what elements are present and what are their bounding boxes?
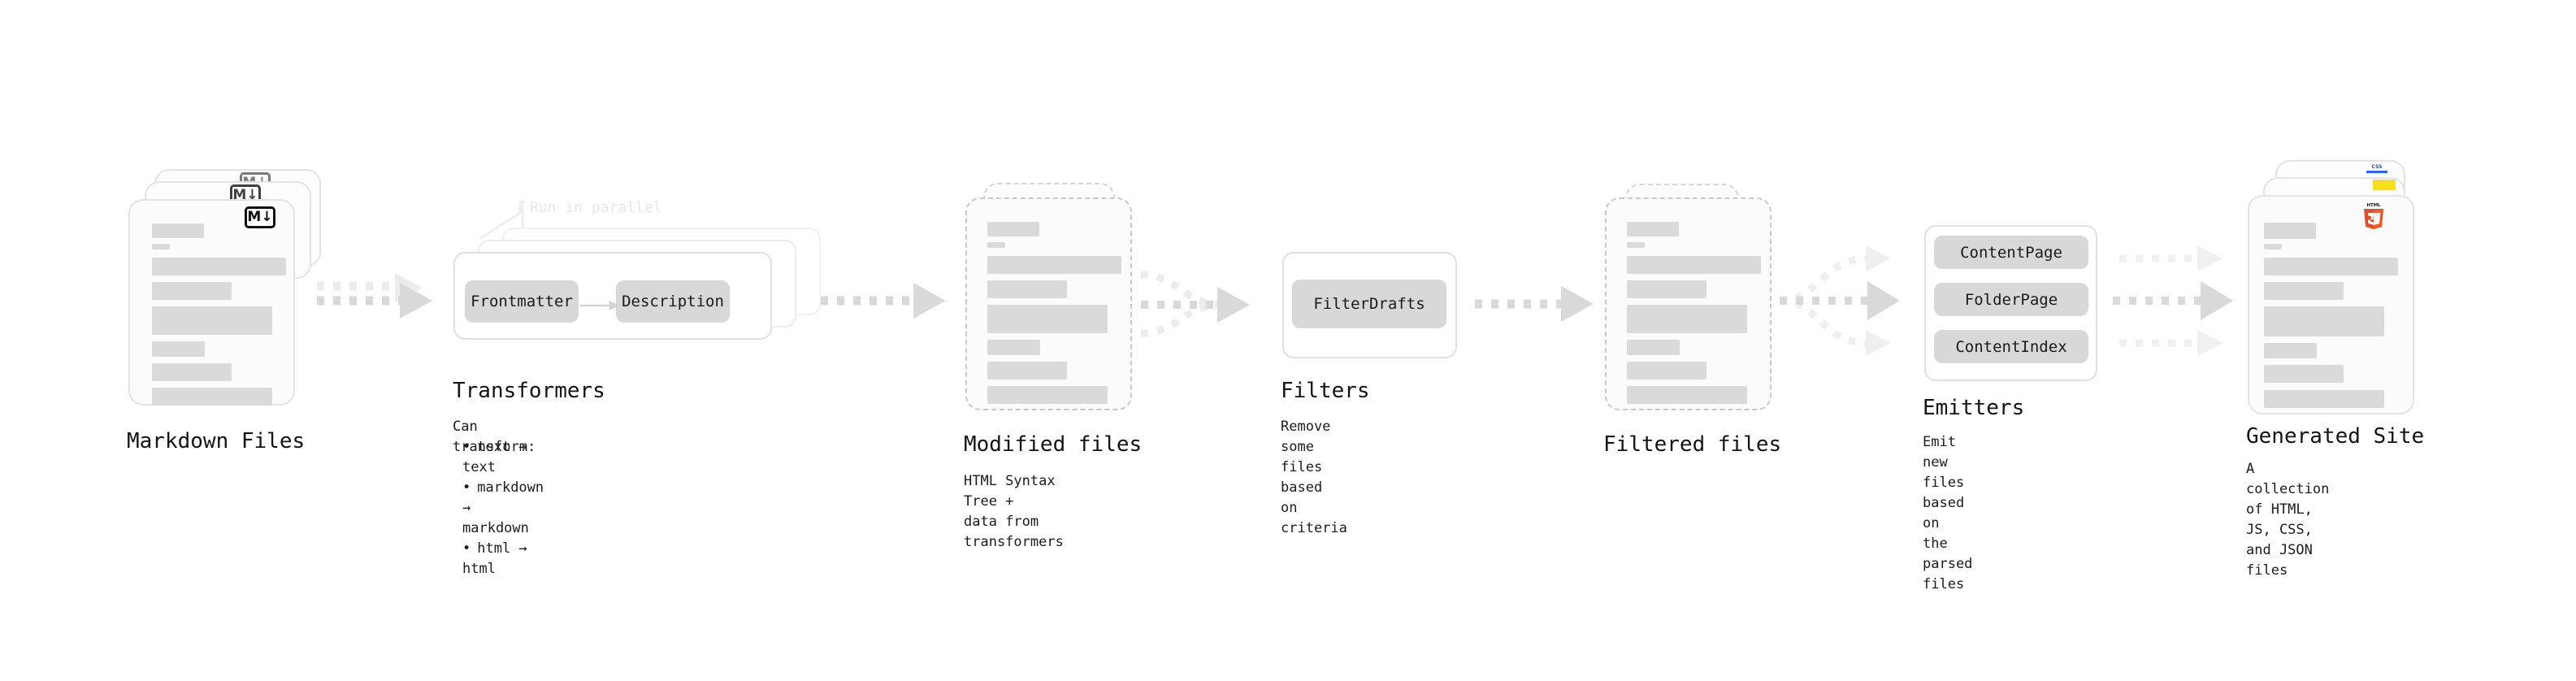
skeleton-line bbox=[987, 362, 1067, 380]
annotation-run-in-parallel: Run in parallel bbox=[530, 199, 662, 216]
transformer-pill-description[interactable]: Description bbox=[616, 280, 730, 323]
stage-title-emitters: Emitters bbox=[1923, 396, 2025, 420]
skeleton-line bbox=[152, 363, 232, 381]
skeleton-line bbox=[1627, 222, 1679, 236]
skeleton-line bbox=[152, 282, 232, 300]
filter-pill-filterdrafts[interactable]: FilterDrafts bbox=[1292, 280, 1446, 328]
stage-title-generated-site: Generated Site bbox=[2246, 424, 2425, 449]
emitter-pill-contentpage[interactable]: ContentPage bbox=[1934, 236, 2088, 269]
js-badge-icon bbox=[2373, 180, 2396, 190]
skeleton-line bbox=[1627, 242, 1645, 248]
markdown-badge-front-icon: M↓ bbox=[245, 206, 275, 228]
site-card-front bbox=[2248, 195, 2414, 414]
transformer-bullets: text → text markdown → markdown html → h… bbox=[458, 437, 544, 579]
skeleton-line bbox=[152, 258, 286, 275]
transformer-pill-frontmatter[interactable]: Frontmatter bbox=[465, 280, 579, 323]
stage-title-markdown-files: Markdown Files bbox=[127, 429, 306, 453]
stage-title-filters: Filters bbox=[1281, 379, 1370, 403]
markdown-badge-arrow-icon: ↓ bbox=[246, 187, 258, 203]
skeleton-line bbox=[1627, 256, 1761, 274]
transformer-front-arrow bbox=[580, 301, 619, 310]
skeleton-line bbox=[2264, 365, 2344, 383]
emitter-pill-contentindex[interactable]: ContentIndex bbox=[1934, 330, 2088, 363]
bullet-item: html → html bbox=[458, 539, 544, 579]
skeleton-line bbox=[2264, 223, 2316, 239]
filtered-card-front bbox=[1605, 197, 1772, 410]
skeleton-line bbox=[152, 306, 272, 335]
skeleton-line bbox=[2264, 306, 2384, 336]
skeleton-line bbox=[2264, 343, 2317, 358]
bullet-item: markdown → markdown bbox=[458, 478, 544, 539]
stage-desc-modified-files: HTML Syntax Tree + data from transformer… bbox=[964, 473, 1064, 550]
skeleton-line bbox=[1627, 305, 1747, 333]
stage-desc-filters: Remove some files based on criteria bbox=[1281, 419, 1347, 536]
html5-badge-icon: HTML 5 bbox=[2361, 202, 2386, 229]
stage-desc-emitters: Emit new files based on the parsed files bbox=[1923, 434, 1973, 592]
arrow-filtered-to-emitters bbox=[1779, 245, 1900, 356]
skeleton-line bbox=[987, 280, 1067, 298]
skeleton-line bbox=[987, 305, 1108, 333]
run-in-parallel-leader-line bbox=[479, 200, 525, 241]
skeleton-line bbox=[987, 222, 1039, 236]
skeleton-line bbox=[2264, 258, 2398, 275]
css3-badge-icon: CSS bbox=[2366, 165, 2387, 174]
svg-text:HTML: HTML bbox=[2367, 203, 2382, 208]
arrow-emitters-to-site bbox=[2113, 245, 2233, 356]
svg-text:5: 5 bbox=[2370, 215, 2377, 227]
stage-title-modified-files: Modified files bbox=[964, 432, 1143, 457]
skeleton-line bbox=[2264, 390, 2384, 408]
skeleton-line bbox=[987, 242, 1005, 248]
arrow-transformers-to-modified bbox=[821, 283, 946, 319]
skeleton-line bbox=[1627, 280, 1706, 298]
skeleton-line bbox=[152, 388, 272, 406]
skeleton-line bbox=[2264, 244, 2282, 249]
markdown-badge-letter: M bbox=[247, 209, 261, 225]
skeleton-line bbox=[987, 256, 1121, 274]
emitter-pill-folderpage[interactable]: FolderPage bbox=[1934, 283, 2088, 316]
skeleton-line bbox=[1627, 340, 1680, 355]
stage-title-filtered-files: Filtered files bbox=[1603, 432, 1782, 457]
bullet-item: text → text bbox=[458, 437, 544, 478]
arrow-markdown-to-transformers bbox=[317, 273, 432, 319]
stage-title-transformers: Transformers bbox=[453, 379, 605, 403]
markdown-badge-arrow-icon: ↓ bbox=[261, 209, 273, 225]
skeleton-line bbox=[1627, 362, 1706, 380]
skeleton-line bbox=[987, 386, 1108, 404]
modified-card-front bbox=[965, 197, 1132, 410]
arrow-filters-to-filtered bbox=[1475, 286, 1594, 322]
markdown-card-front bbox=[128, 199, 295, 406]
stage-desc-generated-site: A collection of HTML, JS, CSS, and JSON … bbox=[2246, 461, 2330, 579]
skeleton-line bbox=[152, 223, 204, 238]
arrow-modified-to-filters bbox=[1140, 271, 1250, 337]
skeleton-line bbox=[152, 341, 205, 357]
markdown-badge-letter: M bbox=[232, 187, 246, 203]
skeleton-line bbox=[2264, 282, 2344, 300]
css-wordmark: CSS bbox=[2371, 164, 2383, 170]
skeleton-line bbox=[1627, 386, 1747, 404]
skeleton-line bbox=[152, 244, 170, 249]
css-underline bbox=[2366, 171, 2387, 173]
skeleton-line bbox=[987, 340, 1040, 355]
